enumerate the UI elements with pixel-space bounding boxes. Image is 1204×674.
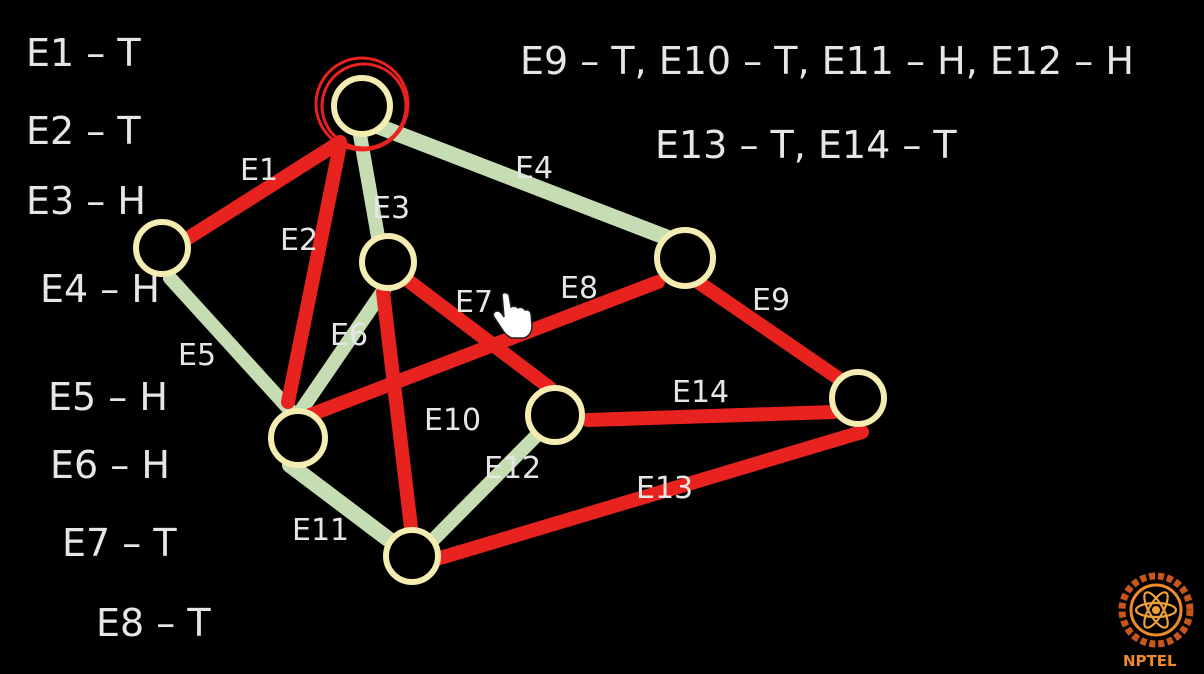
edge-e6 <box>293 281 392 419</box>
edge-e4 <box>367 117 676 246</box>
assignment-e2: E2 – T <box>26 109 141 153</box>
vertex-center <box>525 385 585 445</box>
edge-e3 <box>353 128 387 255</box>
edge-label-e8: E8 <box>560 271 598 306</box>
edge-e7 <box>403 275 557 395</box>
highlight-ring <box>314 56 410 152</box>
vertex-right <box>829 369 887 427</box>
edge-e5 <box>163 271 297 417</box>
assignment-e7: E7 – T <box>62 521 177 565</box>
edge-label-e9: E9 <box>752 283 790 318</box>
left-assignment-list: E1 – T E2 – T E3 – H E4 – H E5 – H E6 – … <box>26 31 211 645</box>
edge-labels: E1 E2 E3 E4 E5 E6 E7 E8 E9 E10 E11 E12 E… <box>178 151 790 548</box>
vertex-top <box>331 75 393 137</box>
assignment-e8: E8 – T <box>96 601 211 645</box>
edge-label-e4: E4 <box>515 151 553 186</box>
edge-label-e5: E5 <box>178 338 216 373</box>
edge-label-e12: E12 <box>484 451 541 486</box>
edge-e2 <box>281 138 347 409</box>
vertex-bottom <box>383 527 441 585</box>
assignment-e4: E4 – H <box>40 267 160 311</box>
assignment-e9-e12: E9 – T, E10 – T, E11 – H, E12 – H <box>520 39 1134 83</box>
assignment-e13-e14: E13 – T, E14 – T <box>655 123 957 167</box>
assignment-e3: E3 – H <box>26 179 146 223</box>
top-assignment-list: E9 – T, E10 – T, E11 – H, E12 – H E13 – … <box>520 39 1134 167</box>
assignment-e6: E6 – H <box>50 443 170 487</box>
graph-vertices <box>133 75 887 585</box>
graph-edges <box>163 117 869 565</box>
edge-label-e7: E7 <box>455 285 493 320</box>
assignment-e1: E1 – T <box>26 31 141 75</box>
edge-e10 <box>376 285 419 543</box>
edge-e12 <box>421 425 547 552</box>
edge-label-e11: E11 <box>292 513 349 548</box>
vertex-center-left <box>268 408 328 468</box>
hand-pointer-icon <box>492 291 533 339</box>
edge-e1 <box>178 135 347 247</box>
edge-label-e14: E14 <box>672 375 729 410</box>
edge-label-e6: E6 <box>330 318 368 353</box>
vertex-center-top <box>359 233 417 291</box>
assignment-e5: E5 – H <box>48 375 168 419</box>
nptel-logo-icon <box>1118 572 1194 648</box>
edge-e9 <box>691 275 845 385</box>
edge-label-e1: E1 <box>240 153 278 188</box>
edge-label-e3: E3 <box>372 191 410 226</box>
edge-label-e13: E13 <box>636 471 693 506</box>
nptel-logo-text: NPTEL <box>1123 652 1177 670</box>
edge-e14 <box>581 405 841 427</box>
vertex-left <box>133 219 191 277</box>
edge-e13 <box>433 425 869 565</box>
edge-label-e2: E2 <box>280 223 318 258</box>
edge-e11 <box>282 457 408 556</box>
edge-label-e10: E10 <box>424 403 481 438</box>
edge-e8 <box>303 275 665 422</box>
vertex-right-top <box>654 227 716 289</box>
